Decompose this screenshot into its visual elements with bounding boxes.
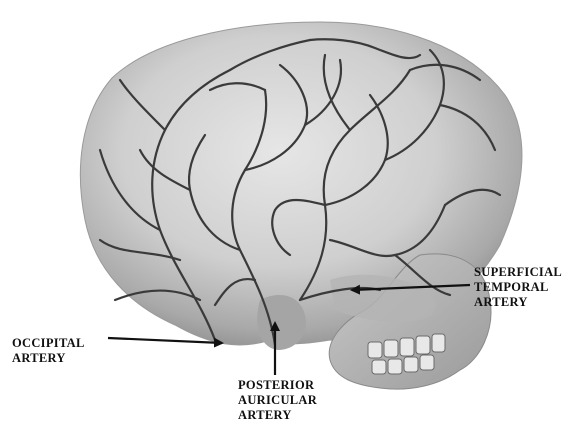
label-line: SUPERFICIAL (474, 265, 562, 280)
label-line: AURICULAR (238, 393, 317, 408)
label-line: TEMPORAL (474, 280, 562, 295)
label-line: ARTERY (12, 351, 85, 366)
posterior-auricular-artery-label: POSTERIOR AURICULAR ARTERY (238, 378, 317, 423)
label-line: POSTERIOR (238, 378, 317, 393)
label-line: ARTERY (238, 408, 317, 423)
occipital-artery-label: OCCIPITAL ARTERY (12, 336, 85, 366)
label-line: ARTERY (474, 295, 562, 310)
superficial-temporal-artery-label: SUPERFICIAL TEMPORAL ARTERY (474, 265, 562, 310)
label-line: OCCIPITAL (12, 336, 85, 351)
